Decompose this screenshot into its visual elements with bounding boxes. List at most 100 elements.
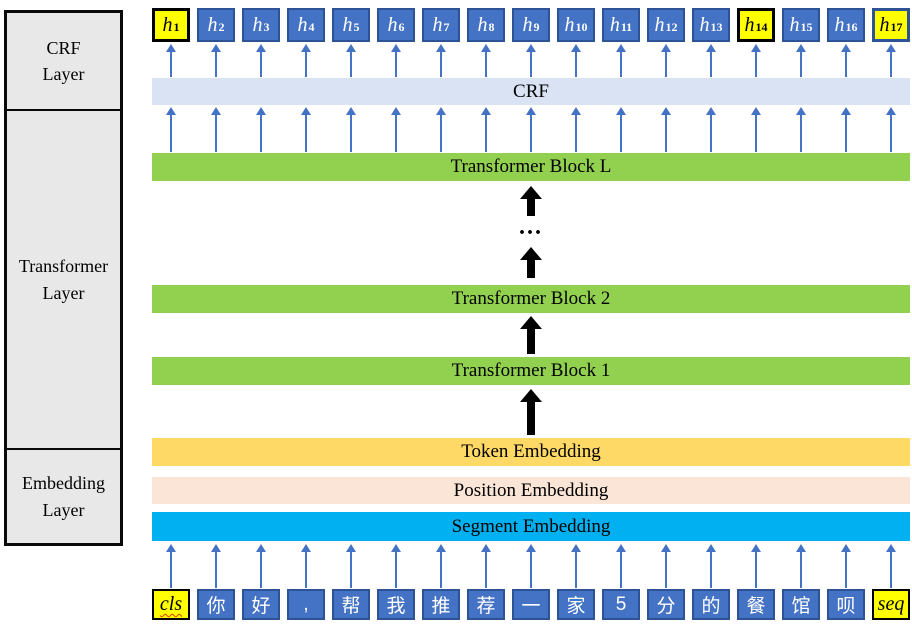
arrow-cell [287, 44, 325, 77]
arrow-cell [737, 44, 775, 77]
up-arrow-icon [705, 544, 717, 588]
arrow-cell [332, 544, 370, 588]
input-token-帮: 帮 [332, 589, 370, 620]
input-token-呗: 呗 [827, 589, 865, 620]
arrow-cell [602, 544, 640, 588]
up-arrow-icon [435, 544, 447, 588]
input-token-,: , [287, 589, 325, 620]
arrow-cell [377, 544, 415, 588]
arrow-cell [467, 44, 505, 77]
up-arrow-icon [885, 544, 897, 588]
legend-transformer-layer-label: Transformer Layer [18, 256, 109, 303]
arrow-cell [692, 107, 730, 152]
thick-up-arrow-icon [520, 247, 542, 278]
arrow-cell [647, 44, 685, 77]
arrow-cell [242, 107, 280, 152]
up-arrow-icon [165, 44, 177, 77]
input-token-推: 推 [422, 589, 460, 620]
position-embedding-bar: Position Embedding [152, 477, 910, 504]
up-arrow-icon [435, 44, 447, 77]
arrow-cell [602, 107, 640, 152]
ellipsis-label: ... [519, 213, 543, 240]
arrow-cell [152, 44, 190, 77]
arrow-cell [737, 544, 775, 588]
input-token-好: 好 [242, 589, 280, 620]
up-arrow-icon [615, 544, 627, 588]
thick-up-arrow-icon [520, 186, 542, 216]
arrow-cell [332, 107, 370, 152]
input-token-的: 的 [692, 589, 730, 620]
arrow-cell [377, 107, 415, 152]
legend-embedding-layer-label: Embedding Layer [22, 473, 105, 520]
arrow-cell [782, 107, 820, 152]
up-arrow-icon [795, 44, 807, 77]
arrow-cell [782, 544, 820, 588]
token-embedding-bar: Token Embedding [152, 438, 910, 466]
arrow-cell [602, 44, 640, 77]
arrow-cell [512, 44, 550, 77]
up-arrow-icon [615, 107, 627, 152]
up-arrow-icon [795, 544, 807, 588]
arrow-cell [827, 544, 865, 588]
arrow-cell [692, 44, 730, 77]
arrow-cell [512, 107, 550, 152]
up-arrow-icon [390, 44, 402, 77]
transformer-block-L-label: Transformer Block L [450, 156, 612, 177]
input-token-seq: seq [872, 589, 910, 620]
arrow-cell [332, 44, 370, 77]
input-token-一: 一 [512, 589, 550, 620]
up-arrow-icon [480, 544, 492, 588]
up-arrow-icon [570, 544, 582, 588]
up-arrow-icon [525, 544, 537, 588]
arrow-cell [647, 107, 685, 152]
segment-embedding-label: Segment Embedding [451, 515, 611, 537]
up-arrow-icon [885, 44, 897, 77]
up-arrow-icon [210, 107, 222, 152]
arrow-cell [242, 44, 280, 77]
up-arrow-icon [705, 44, 717, 77]
arrow-cell [647, 544, 685, 588]
input-token-家: 家 [557, 589, 595, 620]
up-arrow-icon [300, 544, 312, 588]
up-arrow-icon [210, 44, 222, 77]
arrow-cell [827, 107, 865, 152]
arrow-cell [377, 44, 415, 77]
transformer-block-L-bar: Transformer Block L [152, 153, 910, 181]
arrow-cell [242, 544, 280, 588]
up-arrow-icon [255, 107, 267, 152]
arrow-cell [287, 544, 325, 588]
arrow-cell [287, 107, 325, 152]
arrow-cell [422, 107, 460, 152]
up-arrow-icon [885, 107, 897, 152]
input-token-馆: 馆 [782, 589, 820, 620]
up-arrow-icon [660, 44, 672, 77]
up-arrow-icon [705, 107, 717, 152]
arrow-cell [152, 107, 190, 152]
arrow-cell [197, 544, 235, 588]
legend-embedding-layer: Embedding Layer [7, 450, 120, 543]
arrow-cell [512, 544, 550, 588]
up-arrow-icon [165, 544, 177, 588]
up-arrow-icon [480, 44, 492, 77]
up-arrow-icon [390, 107, 402, 152]
layer-legend: CRF Layer Transformer Layer Embedding La… [4, 10, 123, 546]
thick-up-arrow-icon [520, 389, 542, 435]
legend-crf-layer: CRF Layer [7, 13, 120, 111]
arrow-cell [557, 107, 595, 152]
up-arrow-icon [435, 107, 447, 152]
segment-embedding-bar: Segment Embedding [152, 512, 910, 541]
arrow-cell [467, 544, 505, 588]
up-arrow-icon [840, 107, 852, 152]
arrows-blockL-to-crf [152, 107, 910, 152]
arrows-tokens-to-embedding [152, 544, 910, 588]
up-arrow-icon [255, 44, 267, 77]
